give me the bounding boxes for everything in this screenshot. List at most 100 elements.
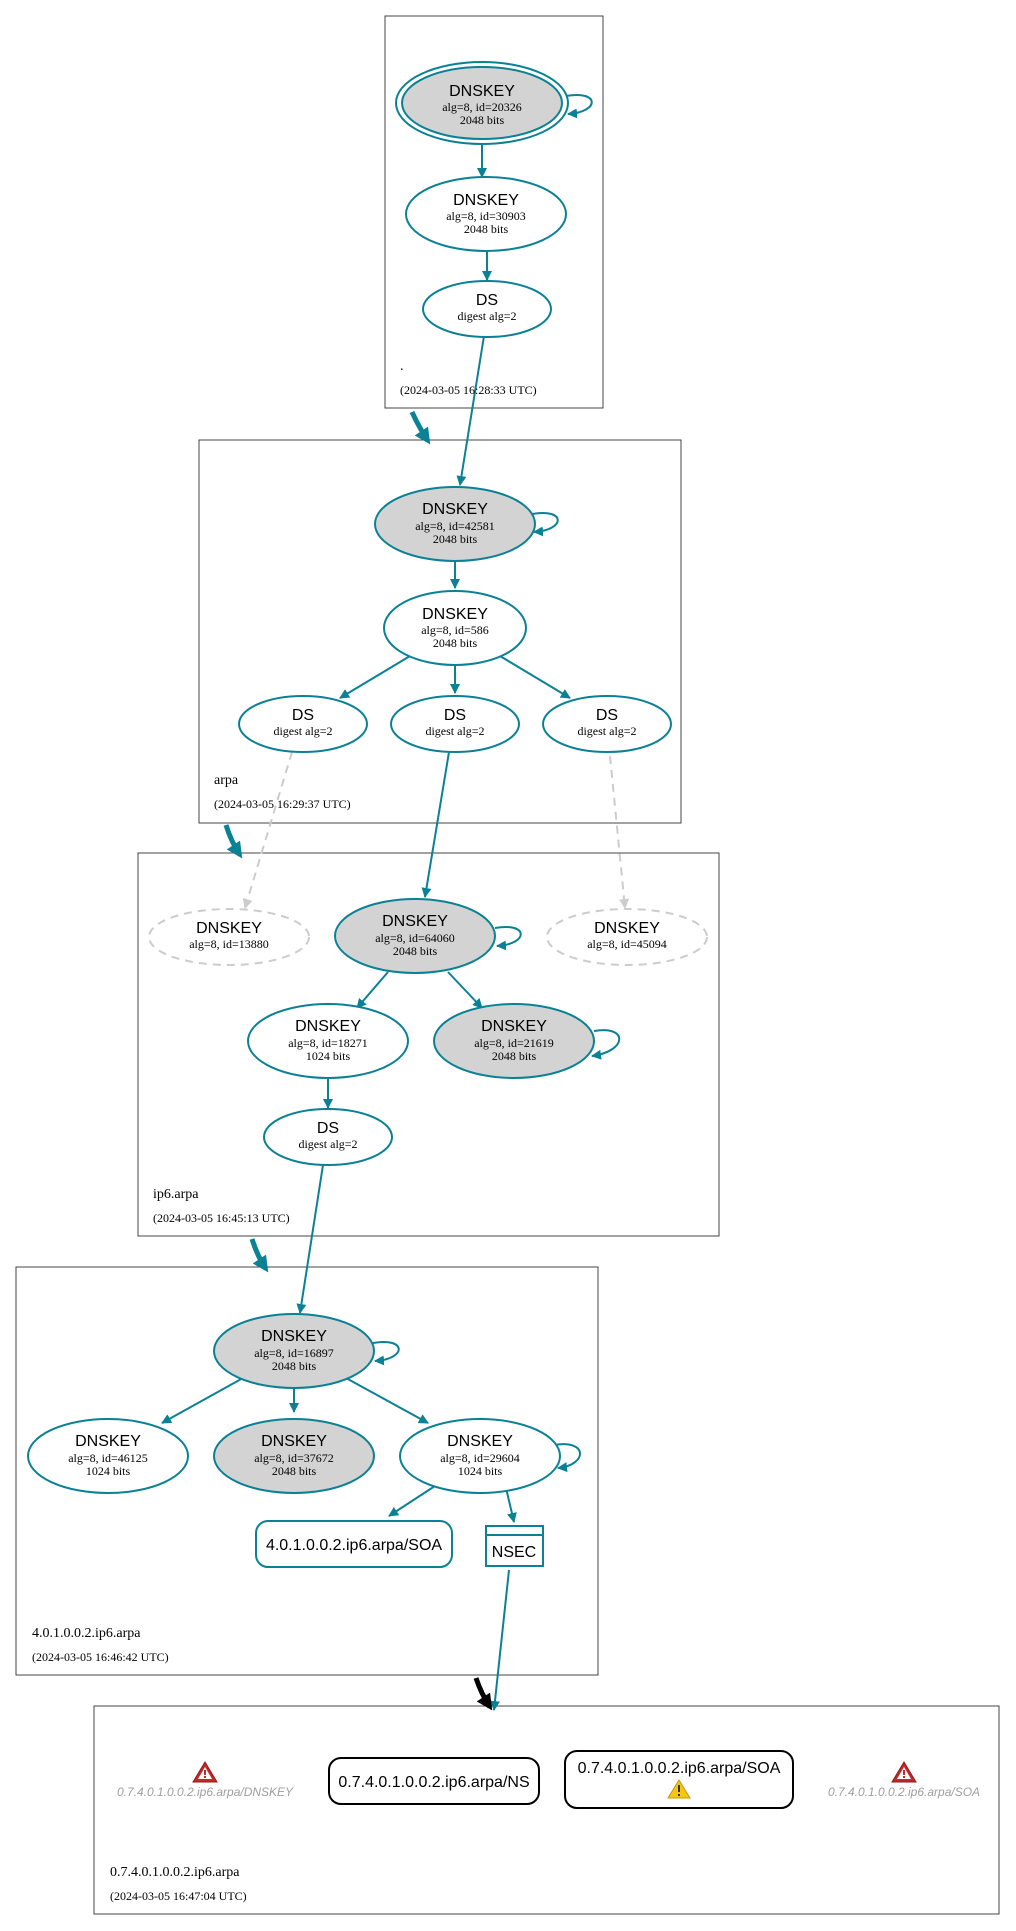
node-type-label: DS <box>292 707 314 724</box>
node-type-label: DNSKEY <box>196 920 262 937</box>
dnskey-node-ip6-missing-1[interactable]: DNSKEY alg=8, id=13880 <box>148 908 310 966</box>
edge-ip6-ksk-self <box>494 925 522 951</box>
rrset-node-4010-soa[interactable]: 4.0.1.0.0.2.ip6.arpa/SOA <box>255 1520 453 1568</box>
node-type-label: DNSKEY <box>295 1018 361 1035</box>
node-detail-label: alg=8, id=45094 <box>587 937 667 951</box>
node-size-label: 2048 bits <box>492 1049 537 1063</box>
node-size-label: 2048 bits <box>272 1359 317 1373</box>
node-detail-label: digest alg=2 <box>298 1137 357 1151</box>
nsec-node-4010[interactable]: NSEC <box>485 1525 544 1567</box>
node-type-label: DNSKEY <box>447 1433 513 1450</box>
edge-arpa-ds1-missing <box>242 751 293 909</box>
ds-node-arpa-3[interactable]: DS digest alg=2 <box>542 695 672 753</box>
node-detail-label: alg=8, id=29604 <box>440 1451 520 1465</box>
node-type-label: DS <box>596 707 618 724</box>
node-size-label: 1024 bits <box>306 1049 351 1063</box>
error-node-0740-dnskey[interactable]: 0.7.4.0.1.0.0.2.ip6.arpa/DNSKEY <box>117 1761 294 1799</box>
warning-red-icon <box>192 1761 218 1783</box>
zone-root-box <box>384 15 604 409</box>
dnskey-node-4010-ksk[interactable]: DNSKEY alg=8, id=16897 2048 bits <box>213 1313 375 1389</box>
node-type-label: DNSKEY <box>422 606 488 623</box>
dnskey-node-root-zsk[interactable]: DNSKEY alg=8, id=30903 2048 bits <box>405 176 567 252</box>
node-type-label: DNSKEY <box>453 192 519 209</box>
edge-ip6-ds-4010-ksk <box>296 1164 324 1314</box>
edge-4010-k3-nsec <box>505 1487 517 1523</box>
rrset-label: 0.7.4.0.1.0.0.2.ip6.arpa/NS <box>338 1774 529 1791</box>
node-detail-label: alg=8, id=21619 <box>474 1036 554 1050</box>
edge-4010-ksk-k1 <box>161 1377 244 1424</box>
node-detail-label: alg=8, id=30903 <box>446 209 526 223</box>
dnskey-node-arpa-zsk[interactable]: DNSKEY alg=8, id=586 2048 bits <box>383 590 527 666</box>
dnskey-node-4010-k2[interactable]: DNSKEY alg=8, id=37672 2048 bits <box>213 1418 375 1494</box>
node-detail-label: digest alg=2 <box>457 309 516 323</box>
zone-arpa-name: arpa <box>214 773 239 788</box>
delegation-root-arpa <box>409 410 431 445</box>
node-size-label: 2048 bits <box>272 1464 317 1478</box>
node-size-label: 1024 bits <box>86 1464 131 1478</box>
ds-node-ip6[interactable]: DS digest alg=2 <box>263 1108 393 1166</box>
node-size-label: 2048 bits <box>393 944 438 958</box>
dnskey-node-ip6-ksk[interactable]: DNSKEY alg=8, id=64060 2048 bits <box>334 898 496 974</box>
dnskey-node-4010-k3[interactable]: DNSKEY alg=8, id=29604 1024 bits <box>399 1418 561 1494</box>
node-type-label: DS <box>444 707 466 724</box>
node-size-label: 1024 bits <box>458 1464 503 1478</box>
edge-arpa-zsk-ds3 <box>499 655 571 699</box>
warning-red-icon <box>891 1761 917 1783</box>
zone-ip6arpa-name: ip6.arpa <box>153 1187 199 1202</box>
node-type-label: DNSKEY <box>449 83 515 100</box>
edge-root-ksk-self <box>565 93 593 119</box>
node-detail-label: alg=8, id=18271 <box>288 1036 368 1050</box>
node-size-label: 2048 bits <box>433 532 478 546</box>
edge-ip6-ksk2-self <box>591 1029 621 1060</box>
dnskey-node-arpa-ksk[interactable]: DNSKEY alg=8, id=42581 2048 bits <box>374 486 536 562</box>
dnskey-node-4010-k1[interactable]: DNSKEY alg=8, id=46125 1024 bits <box>27 1418 189 1494</box>
node-type-label: DNSKEY <box>261 1433 327 1450</box>
dnskey-node-root-ksk[interactable]: DNSKEY alg=8, id=20326 2048 bits <box>395 61 569 145</box>
node-detail-label: alg=8, id=46125 <box>68 1451 148 1465</box>
dnskey-node-ip6-missing-2[interactable]: DNSKEY alg=8, id=45094 <box>546 908 708 966</box>
delegation-arpa-ip6arpa <box>223 824 243 859</box>
rrset-node-0740-ns[interactable]: 0.7.4.0.1.0.0.2.ip6.arpa/NS <box>328 1757 540 1805</box>
node-type-label: DS <box>476 292 498 309</box>
edge-4010-ksk-k3 <box>345 1377 429 1424</box>
node-type-label: DS <box>317 1120 339 1137</box>
dnskey-node-ip6-zsk[interactable]: DNSKEY alg=8, id=18271 1024 bits <box>247 1003 409 1079</box>
edge-ip6-ksk-ksk2 <box>447 971 483 1009</box>
node-type-label: DNSKEY <box>481 1018 547 1035</box>
node-detail-label: alg=8, id=42581 <box>415 519 495 533</box>
ds-node-arpa-1[interactable]: DS digest alg=2 <box>238 695 368 753</box>
zone-4010-name: 4.0.1.0.0.2.ip6.arpa <box>32 1626 141 1641</box>
error-label: 0.7.4.0.1.0.0.2.ip6.arpa/SOA <box>828 1785 980 1799</box>
dnskey-node-ip6-ksk2[interactable]: DNSKEY alg=8, id=21619 2048 bits <box>433 1003 595 1079</box>
node-size-label: 2048 bits <box>433 636 478 650</box>
edge-ip6-ksk-zsk <box>356 971 389 1009</box>
warning-yellow-icon <box>667 1779 691 1799</box>
node-type-label: DNSKEY <box>422 501 488 518</box>
error-label: 0.7.4.0.1.0.0.2.ip6.arpa/DNSKEY <box>117 1785 294 1799</box>
node-detail-label: alg=8, id=64060 <box>375 931 455 945</box>
node-type-label: DNSKEY <box>594 920 660 937</box>
rrset-node-0740-soa[interactable]: 0.7.4.0.1.0.0.2.ip6.arpa/SOA <box>564 1750 794 1809</box>
node-detail-label: digest alg=2 <box>577 724 636 738</box>
edge-4010-k3-soa <box>388 1483 439 1517</box>
delegation-ip6arpa-4010 <box>249 1238 269 1273</box>
rrset-label: 4.0.1.0.0.2.ip6.arpa/SOA <box>266 1537 442 1554</box>
edge-arpa-ds2-ip6-ksk <box>421 751 450 898</box>
error-node-0740-soa[interactable]: 0.7.4.0.1.0.0.2.ip6.arpa/SOA <box>828 1761 980 1799</box>
node-type-label: DNSKEY <box>382 913 448 930</box>
ds-node-arpa-2[interactable]: DS digest alg=2 <box>390 695 520 753</box>
zone-0740-timestamp: (2024-03-05 16:47:04 UTC) <box>110 1889 247 1903</box>
ds-node-root[interactable]: DS digest alg=2 <box>422 280 552 338</box>
zone-ip6arpa-box <box>137 852 720 1237</box>
edge-4010-ksk-self <box>372 1340 400 1366</box>
delegation-4010-0740-bogus <box>473 1677 493 1711</box>
node-detail-label: alg=8, id=16897 <box>254 1346 334 1360</box>
zone-arpa-box <box>198 439 682 824</box>
edge-root-ds-arpa-ksk <box>456 335 485 486</box>
zone-ip6arpa-timestamp: (2024-03-05 16:45:13 UTC) <box>153 1211 290 1225</box>
rrset-label: 0.7.4.0.1.0.0.2.ip6.arpa/SOA <box>578 1760 781 1777</box>
node-detail-label: alg=8, id=37672 <box>254 1451 334 1465</box>
edge-arpa-zsk-ds1 <box>339 655 411 699</box>
edge-4010-k3-self <box>553 1443 581 1473</box>
